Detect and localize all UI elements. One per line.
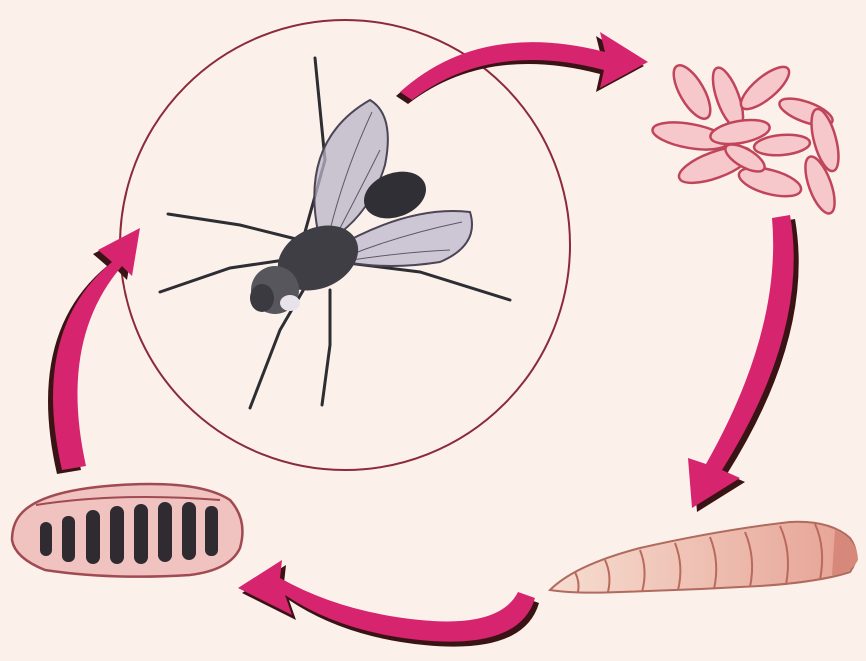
fly-icon bbox=[160, 58, 510, 408]
arrow-eggs-to-larva bbox=[688, 215, 799, 512]
arrow-adult-to-eggs bbox=[396, 32, 648, 104]
arrow-pupa-to-adult bbox=[48, 228, 140, 474]
eggs-icon bbox=[650, 60, 843, 217]
maggot-icon bbox=[550, 522, 858, 593]
arrow-larva-to-pupa bbox=[238, 560, 539, 647]
pupa-icon bbox=[12, 484, 242, 577]
